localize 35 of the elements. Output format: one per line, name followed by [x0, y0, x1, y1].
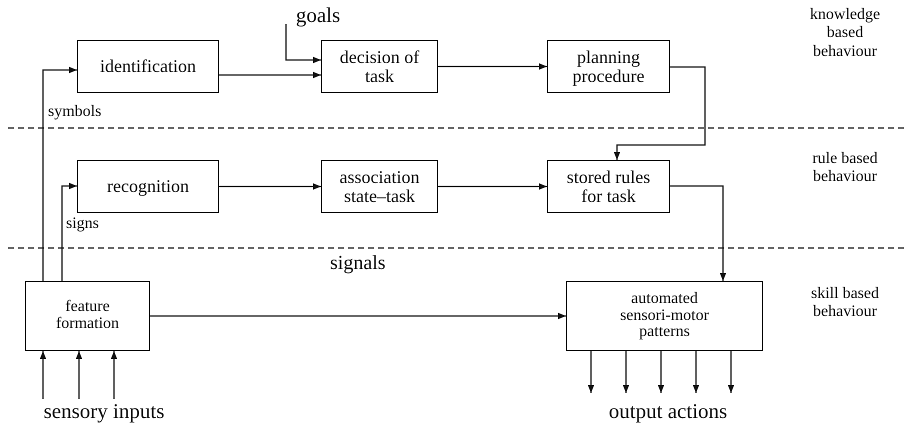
arrow: [42, 66, 77, 281]
process-box: association state–task: [321, 160, 438, 213]
level-label: knowledge based behaviour: [808, 6, 882, 62]
arrow: [670, 185, 726, 281]
arrow: [285, 24, 321, 64]
edge-label: signs: [66, 215, 99, 233]
input-output-label: output actions: [578, 397, 758, 425]
arrow: [692, 351, 700, 393]
process-box: planning procedure: [547, 40, 670, 93]
input-output-label: goals: [292, 2, 344, 28]
process-box: decision of task: [321, 40, 438, 93]
level-label: skill based behaviour: [810, 285, 880, 322]
process-box: identification: [77, 40, 219, 93]
arrow: [219, 183, 321, 190]
arrow: [728, 351, 734, 393]
arrow: [219, 72, 321, 78]
edge-label: signals: [330, 252, 386, 274]
arrow: [438, 183, 547, 190]
arrow: [110, 351, 118, 399]
process-box: recognition: [77, 160, 219, 213]
input-output-label: sensory inputs: [16, 397, 192, 425]
arrow: [658, 351, 664, 393]
process-box: stored rules for task: [547, 160, 670, 213]
arrow: [614, 66, 706, 160]
arrow: [40, 351, 46, 399]
arrow: [622, 351, 630, 393]
edge-label: symbols: [48, 103, 102, 121]
level-label: rule based behaviour: [811, 150, 879, 187]
arrow: [76, 351, 82, 399]
arrow: [61, 182, 77, 281]
arrow: [438, 63, 547, 70]
arrow: [588, 351, 594, 393]
process-box: feature formation: [25, 281, 150, 351]
process-box: automated sensori-motor patterns: [566, 281, 763, 351]
arrow: [150, 312, 566, 320]
